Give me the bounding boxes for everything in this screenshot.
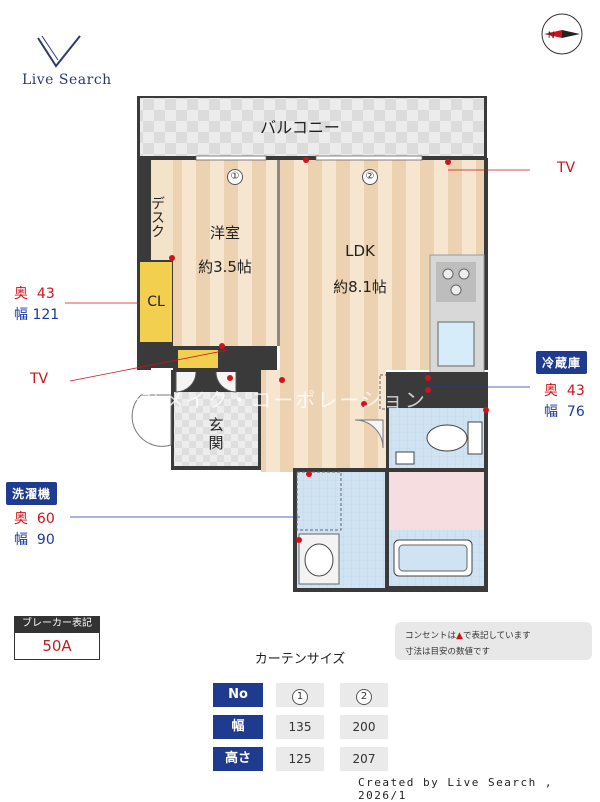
- washer-depth: 奥 60: [14, 511, 55, 527]
- compass-icon: N: [541, 13, 583, 55]
- entrance: [174, 392, 258, 466]
- outlet-legend-icon: ▲: [456, 631, 463, 641]
- window-2-marker: ②: [362, 164, 378, 185]
- desk-label: デスク: [149, 196, 165, 238]
- breaker-value: 50A: [14, 632, 100, 660]
- closet-area: [140, 262, 172, 342]
- curtain-header-height: 高さ: [213, 747, 263, 771]
- closet-width: 幅 121: [14, 307, 60, 323]
- svg-text:N: N: [548, 30, 555, 40]
- curtain-header-width: 幅: [213, 715, 263, 739]
- curtain-height-1: 125: [276, 747, 324, 771]
- curtain-no-2: 2: [340, 683, 388, 707]
- curtain-width-2: 200: [340, 715, 388, 739]
- curtain-header-no: No: [213, 683, 263, 707]
- breaker-title: ブレーカー表記: [14, 616, 100, 632]
- tv-left-leader: [69, 349, 229, 382]
- balcony-label: バルコニー: [260, 118, 340, 137]
- balcony-area: [140, 98, 484, 156]
- washer-width: 幅 90: [14, 532, 55, 548]
- curtain-no-1: 1: [276, 683, 324, 707]
- washer-space: [296, 471, 342, 531]
- curtain-width-1: 135: [276, 715, 324, 739]
- brand-logo-text: Live Search: [22, 72, 112, 88]
- credit-text: Created by Live Search , 2026/1: [358, 776, 553, 802]
- western-room: [173, 160, 277, 346]
- curtain-height-2: 207: [340, 747, 388, 771]
- washer-tag: 洗濯機: [6, 482, 58, 505]
- fridge-width: 幅 76: [544, 404, 585, 420]
- window-1-marker: ①: [227, 164, 243, 185]
- fridge-depth: 奥 43: [544, 383, 585, 399]
- watermark-text: 一社メイク・コーポレーション: [120, 388, 427, 412]
- western-room-size: 約3.5帖: [198, 258, 252, 276]
- legend-box: コンセントは▲で表記しています 寸法は目安の数値です: [395, 622, 592, 660]
- closet-depth: 奥 43: [14, 286, 55, 302]
- western-room-name: 洋室: [209, 224, 240, 242]
- ldk-name: LDK: [345, 242, 375, 260]
- ldk-size: 約8.1帖: [333, 278, 387, 296]
- fridge-tag: 冷蔵庫: [536, 351, 588, 374]
- tv-left-label: TV: [30, 371, 49, 387]
- entrance-label-top: 玄: [208, 416, 224, 434]
- tv-top-label: TV: [557, 160, 576, 176]
- legend-line-2: 寸法は目安の数値です: [405, 647, 491, 657]
- closet-label: CL: [147, 294, 165, 310]
- brand-logo-mark: [37, 35, 81, 68]
- entrance-label-bottom: 関: [208, 434, 224, 452]
- legend-line-1: コンセントは▲で表記しています: [405, 631, 531, 641]
- curtain-title: カーテンサイズ: [254, 652, 346, 667]
